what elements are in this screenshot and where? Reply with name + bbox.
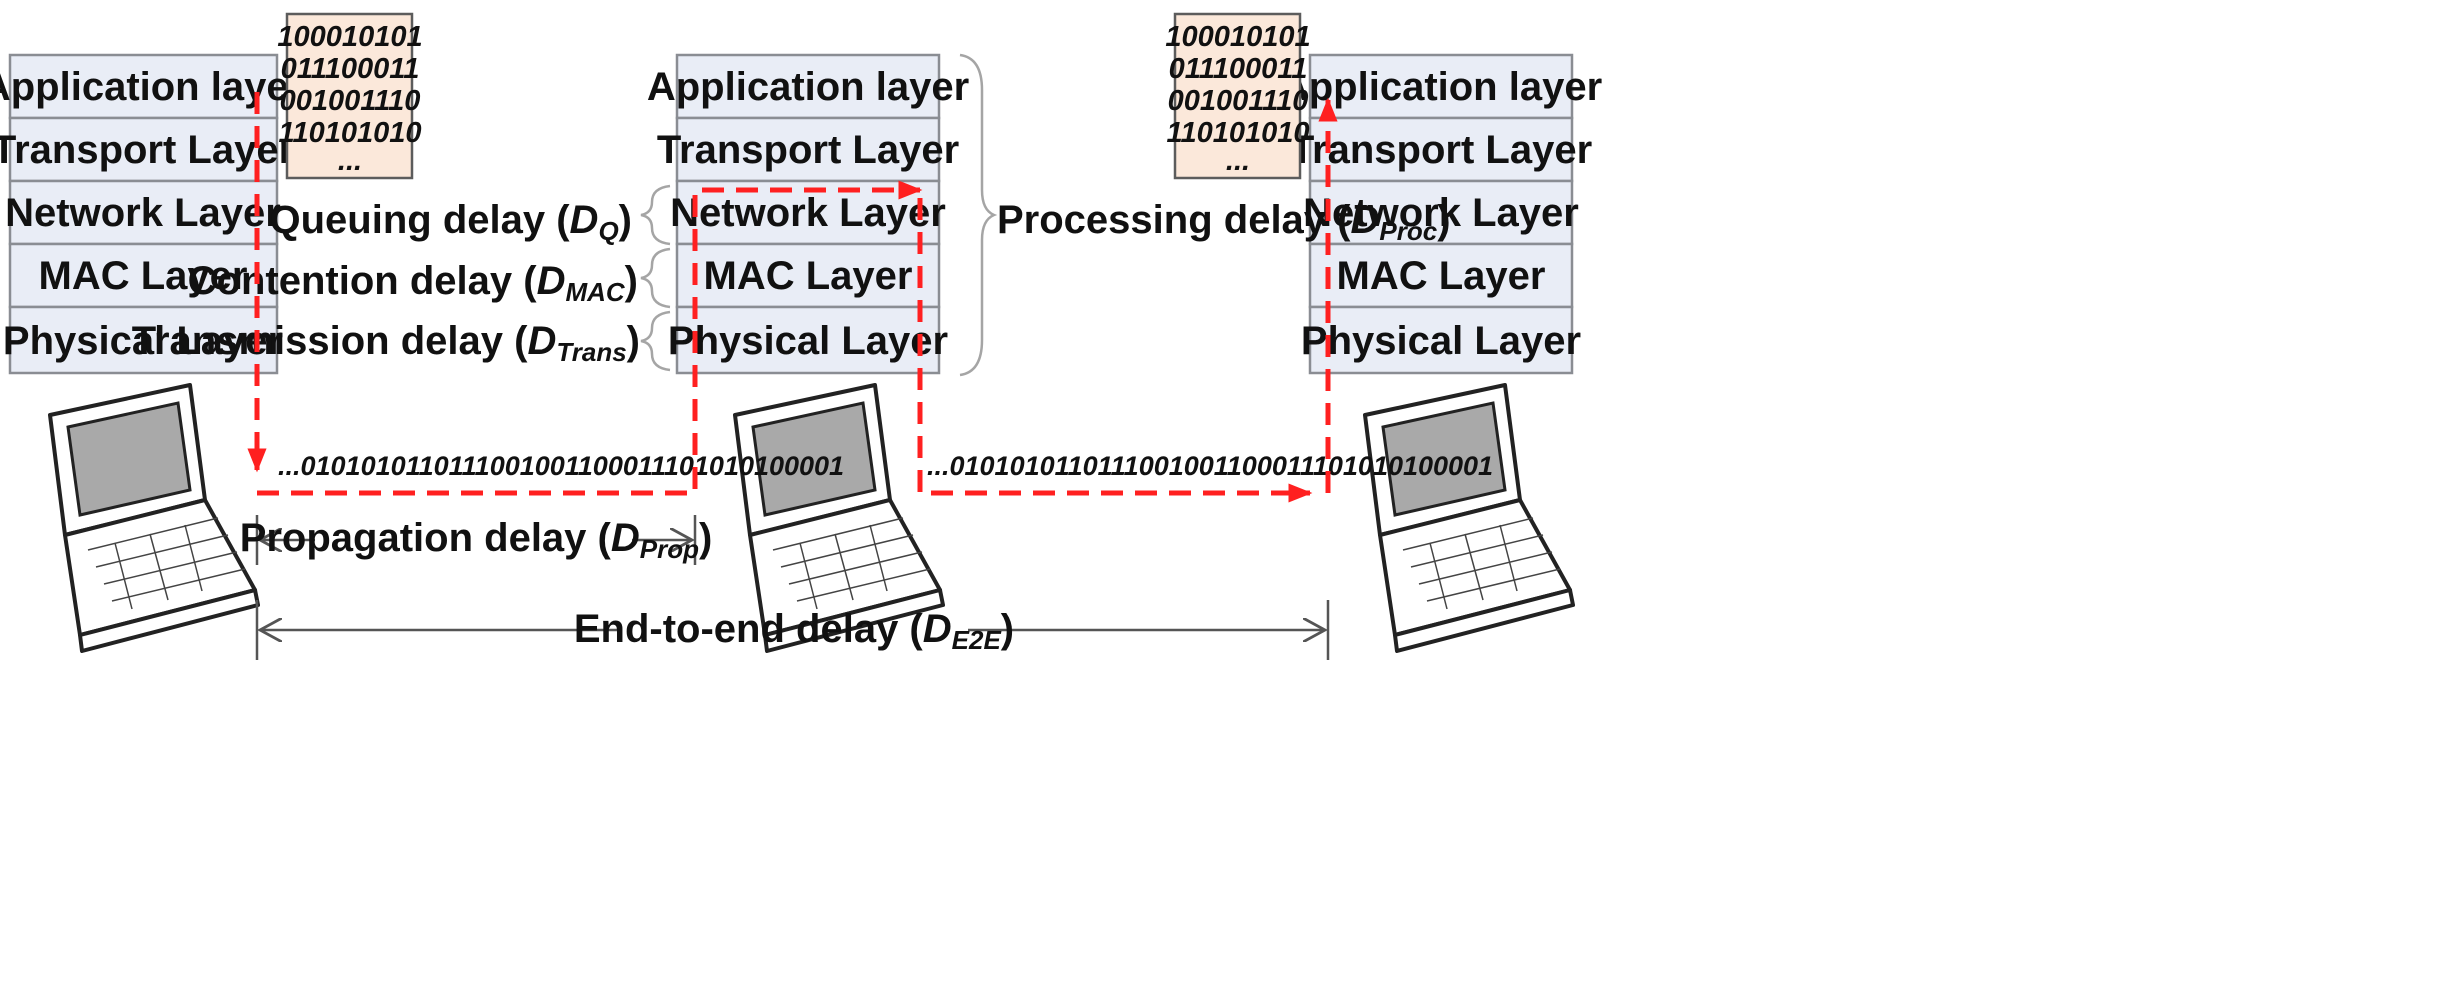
transmission-brace — [640, 310, 671, 372]
right-binary-line-5: ... — [1226, 145, 1250, 177]
left-protocol-stack: Application layer Transport Layer Networ… — [0, 53, 304, 375]
propagation-delay-label: Propagation delay (DProp) — [240, 516, 713, 564]
left-transport-layer: Transport Layer — [0, 128, 294, 172]
left-application-layer: Application layer — [0, 65, 304, 109]
contention-brace — [640, 247, 671, 309]
contention-delay-label: Contention delay (DMAC) — [188, 259, 638, 307]
left-bitstream: ...0101010110111001001100011101010100001 — [278, 451, 844, 481]
left-binary-box: 100010101 011100011 001001110 110101010 … — [277, 12, 423, 180]
middle-network-layer: Network Layer — [670, 191, 946, 235]
end-to-end-delay-dimension: End-to-end delay (DE2E) — [255, 600, 1330, 660]
left-mac-layer: MAC Layer — [39, 254, 248, 298]
middle-application-layer: Application layer — [647, 65, 969, 109]
right-binary-line-2: 011100011 — [1169, 53, 1308, 85]
left-physical-layer: Physical Layer — [3, 319, 283, 363]
right-binary-line-1: 100010101 — [1165, 21, 1310, 53]
right-protocol-stack: Application layer Transport Layer Networ… — [1280, 53, 1602, 375]
middle-transport-layer: Transport Layer — [657, 128, 959, 172]
queuing-brace — [640, 184, 671, 246]
right-laptop-icon — [1363, 383, 1575, 653]
middle-physical-layer: Physical Layer — [668, 319, 948, 363]
left-laptop-icon — [48, 383, 260, 653]
propagation-delay-dimension: Propagation delay (DProp) — [240, 515, 713, 565]
processing-brace — [959, 53, 998, 377]
right-physical-layer: Physical Layer — [1301, 319, 1581, 363]
right-binary-box: 100010101 011100011 001001110 110101010 … — [1165, 12, 1311, 180]
left-binary-line-2: 011100011 — [281, 53, 420, 85]
transmission-delay-label: Transmission delay (DTrans) — [132, 319, 640, 367]
data-path-to-middle — [257, 180, 923, 496]
left-binary-line-1: 100010101 — [277, 21, 422, 53]
right-transport-layer: Transport Layer — [1290, 128, 1592, 172]
right-network-layer: Network Layer — [1303, 191, 1579, 235]
middle-protocol-stack: Application layer Transport Layer Networ… — [647, 53, 969, 375]
end-to-end-delay-label: End-to-end delay (DE2E) — [574, 607, 1014, 655]
left-binary-line-5: ... — [338, 145, 362, 177]
processing-delay-label: Processing delay (DProc) — [997, 198, 1451, 246]
right-binary-line-4: 110101010 — [1166, 117, 1309, 149]
left-binary-line-4: 110101010 — [278, 117, 421, 149]
queuing-delay-label: Queuing delay (DQ) — [270, 198, 633, 246]
data-path-middle-down — [917, 198, 1313, 503]
right-mac-layer: MAC Layer — [1337, 254, 1546, 298]
left-network-layer: Network Layer — [5, 191, 281, 235]
left-binary-line-3: 001001110 — [280, 85, 421, 117]
right-bitstream: ...0101010110111001001100011101010100001 — [927, 451, 1493, 481]
right-binary-line-3: 001001110 — [1168, 85, 1309, 117]
middle-mac-layer: MAC Layer — [704, 254, 913, 298]
